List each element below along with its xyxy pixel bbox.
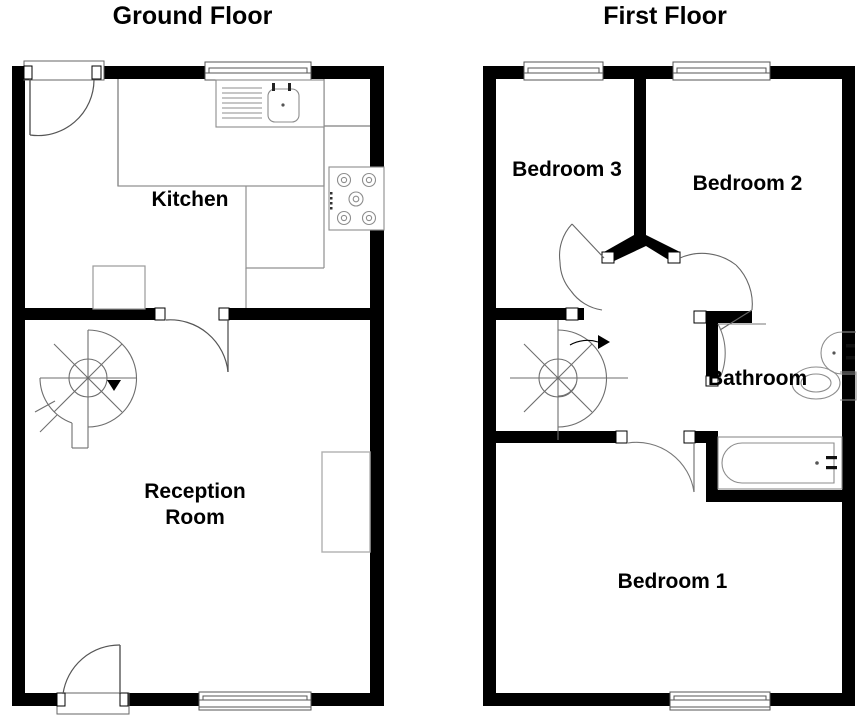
room-label-bathroom: Bathroom: [708, 367, 808, 390]
room-label-bedroom-1: Bedroom 1: [617, 570, 728, 593]
bedroom-1-window: [669, 691, 771, 711]
understairs-cupboard: [92, 265, 146, 310]
fireplace-recess: [321, 451, 371, 553]
spiral-staircase-ground: [34, 329, 137, 449]
first-floor-title: First Floor: [603, 2, 727, 30]
stair-direction-arrow-first: [569, 335, 610, 349]
ground-internal-walls: [12, 308, 384, 320]
bedroom-1-door: [615, 430, 696, 493]
room-label-reception-line2: Room: [165, 506, 225, 529]
bedroom-2-door: [634, 235, 753, 331]
first-outer-walls: [483, 66, 855, 706]
bedroom-2-window: [672, 61, 771, 81]
toilet: [791, 366, 857, 401]
reception-window: [198, 691, 312, 711]
spiral-staircase-first: [510, 320, 628, 440]
room-label-reception-line1: Reception: [144, 480, 246, 503]
landing-door: [556, 307, 584, 321]
room-label-bedroom-3: Bedroom 3: [512, 158, 622, 181]
stair-direction-arrow-ground: [107, 380, 121, 391]
sink-with-drainer: [215, 79, 325, 128]
room-label-kitchen: Kitchen: [151, 188, 229, 211]
kitchen-to-reception-door: [154, 307, 230, 373]
room-label-bedroom-2: Bedroom 2: [692, 172, 803, 195]
bathroom-door: [693, 310, 766, 387]
bath-tub: [717, 436, 843, 490]
back-door: [23, 60, 105, 137]
front-door: [56, 644, 130, 715]
bedroom-3-window: [523, 61, 604, 81]
ground-floor-title: Ground Floor: [112, 2, 273, 30]
hob-five-burner: [328, 166, 385, 231]
bedroom-3-door: [559, 223, 646, 311]
